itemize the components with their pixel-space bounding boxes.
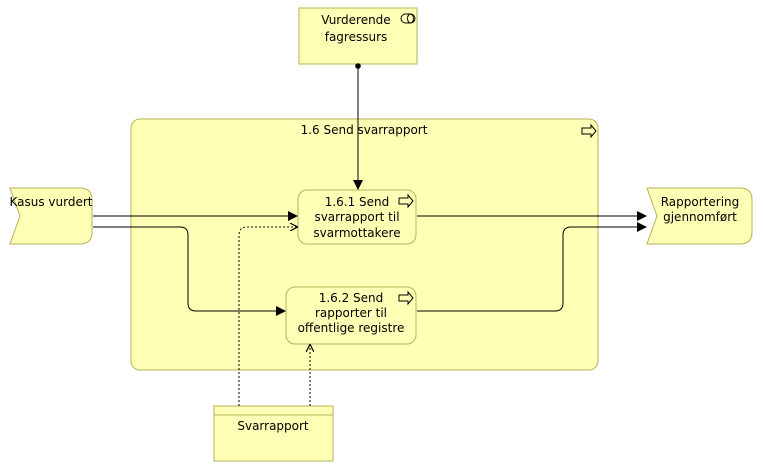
role-node[interactable]: Vurderende fagressurs [298,7,418,65]
data-object-label: Svarrapport [237,419,309,433]
process-2-label-line-2: rapporter til [315,306,387,320]
event-end-label-line-1: Rapportering [661,195,740,209]
process-group-title: 1.6 Send svarrapport [301,123,428,137]
process-node-1-6-2[interactable]: 1.6.2 Send rapporter til offentlige regi… [285,286,417,345]
process-arrow-icon [398,290,414,306]
process-arrow-icon [398,193,414,209]
process-2-label-line-3: offentlige registre [298,321,405,335]
process-2-label-line-1: 1.6.2 Send [319,291,384,305]
process-1-label-line-3: svarmottakere [313,226,400,240]
event-start-label: Kasus vurdert [9,195,92,209]
process-arrow-icon [581,123,597,139]
access-dataobject-to-process-1 [238,227,297,406]
role-icon [400,13,416,24]
data-object-svarrapport[interactable]: Svarrapport [213,405,334,462]
trigger-event-to-process-2 [93,226,286,316]
role-label-line-2: fagressurs [325,30,388,44]
event-end-label-line-2: gjennomført [663,210,737,224]
process-1-label-line-1: 1.6.1 Send [325,195,390,209]
process-1-label-line-2: svarrapport til [314,210,399,224]
event-kasus-vurdert[interactable]: Kasus vurdert [9,187,93,245]
process-node-1-6-1[interactable]: 1.6.1 Send svarrapport til svarmottakere [297,189,417,245]
role-label: Vurderende [321,13,390,27]
trigger-process-2-to-end-event [417,222,647,312]
event-rapportering-gjennomfort[interactable]: Rapportering gjennomført [646,187,753,245]
